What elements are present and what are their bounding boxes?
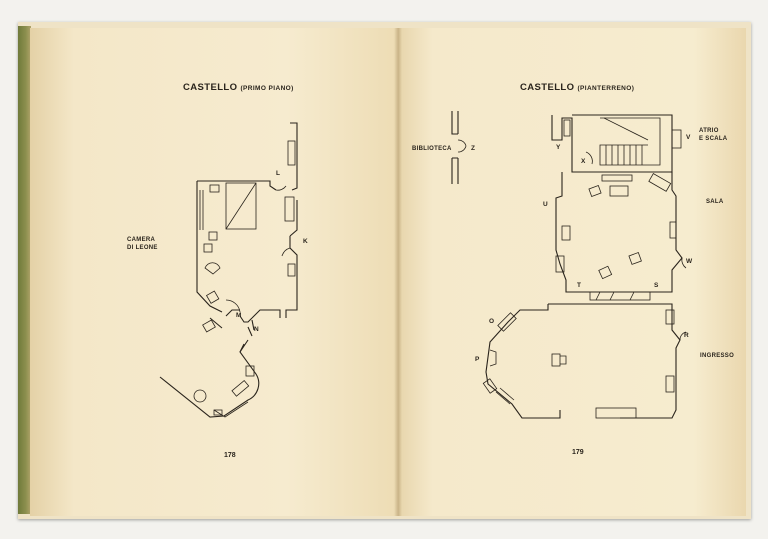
letter-n: N xyxy=(254,326,259,333)
right-title-main: CASTELLO xyxy=(520,82,575,93)
left-page-title: CASTELLO (PRIMO PIANO) xyxy=(183,82,294,93)
letter-t: T xyxy=(577,282,581,289)
camera-label-line1: CAMERA xyxy=(127,237,156,243)
right-page-number: 179 xyxy=(572,449,584,456)
letter-v: V xyxy=(686,134,691,141)
right-title-sub: (PIANTERRENO) xyxy=(577,85,635,92)
atrio-label: ATRIO E SCALA xyxy=(699,127,727,143)
book-gutter xyxy=(394,28,402,516)
left-title-sub: (PRIMO PIANO) xyxy=(240,85,294,92)
left-page xyxy=(30,28,398,516)
letter-s: S xyxy=(654,282,659,289)
letter-o: O xyxy=(489,318,495,325)
letter-x: X xyxy=(581,158,586,165)
book-cover-edge xyxy=(18,26,31,514)
letter-z: Z xyxy=(471,145,475,152)
letter-p: P xyxy=(475,356,480,363)
left-title-main: CASTELLO xyxy=(183,82,238,93)
ingresso-label: INGRESSO xyxy=(700,353,735,359)
left-page-number: 178 xyxy=(224,452,236,459)
biblioteca-label: BIBLIOTECA xyxy=(412,146,452,152)
camera-di-leone-label: CAMERA DI LEONE xyxy=(127,236,158,252)
right-page xyxy=(398,28,746,516)
letter-w: W xyxy=(686,258,693,265)
atrio-line1: ATRIO xyxy=(699,128,719,134)
letter-m: M xyxy=(236,312,242,319)
letter-r: R xyxy=(684,332,689,339)
sala-label: SALA xyxy=(706,199,724,205)
camera-label-line2: DI LEONE xyxy=(127,245,158,251)
letter-u: U xyxy=(543,201,548,208)
right-page-title: CASTELLO (PIANTERRENO) xyxy=(520,82,634,93)
letter-l: L xyxy=(276,170,280,177)
letter-k: K xyxy=(303,238,308,245)
letter-y: Y xyxy=(556,144,561,151)
atrio-line2: E SCALA xyxy=(699,136,728,142)
